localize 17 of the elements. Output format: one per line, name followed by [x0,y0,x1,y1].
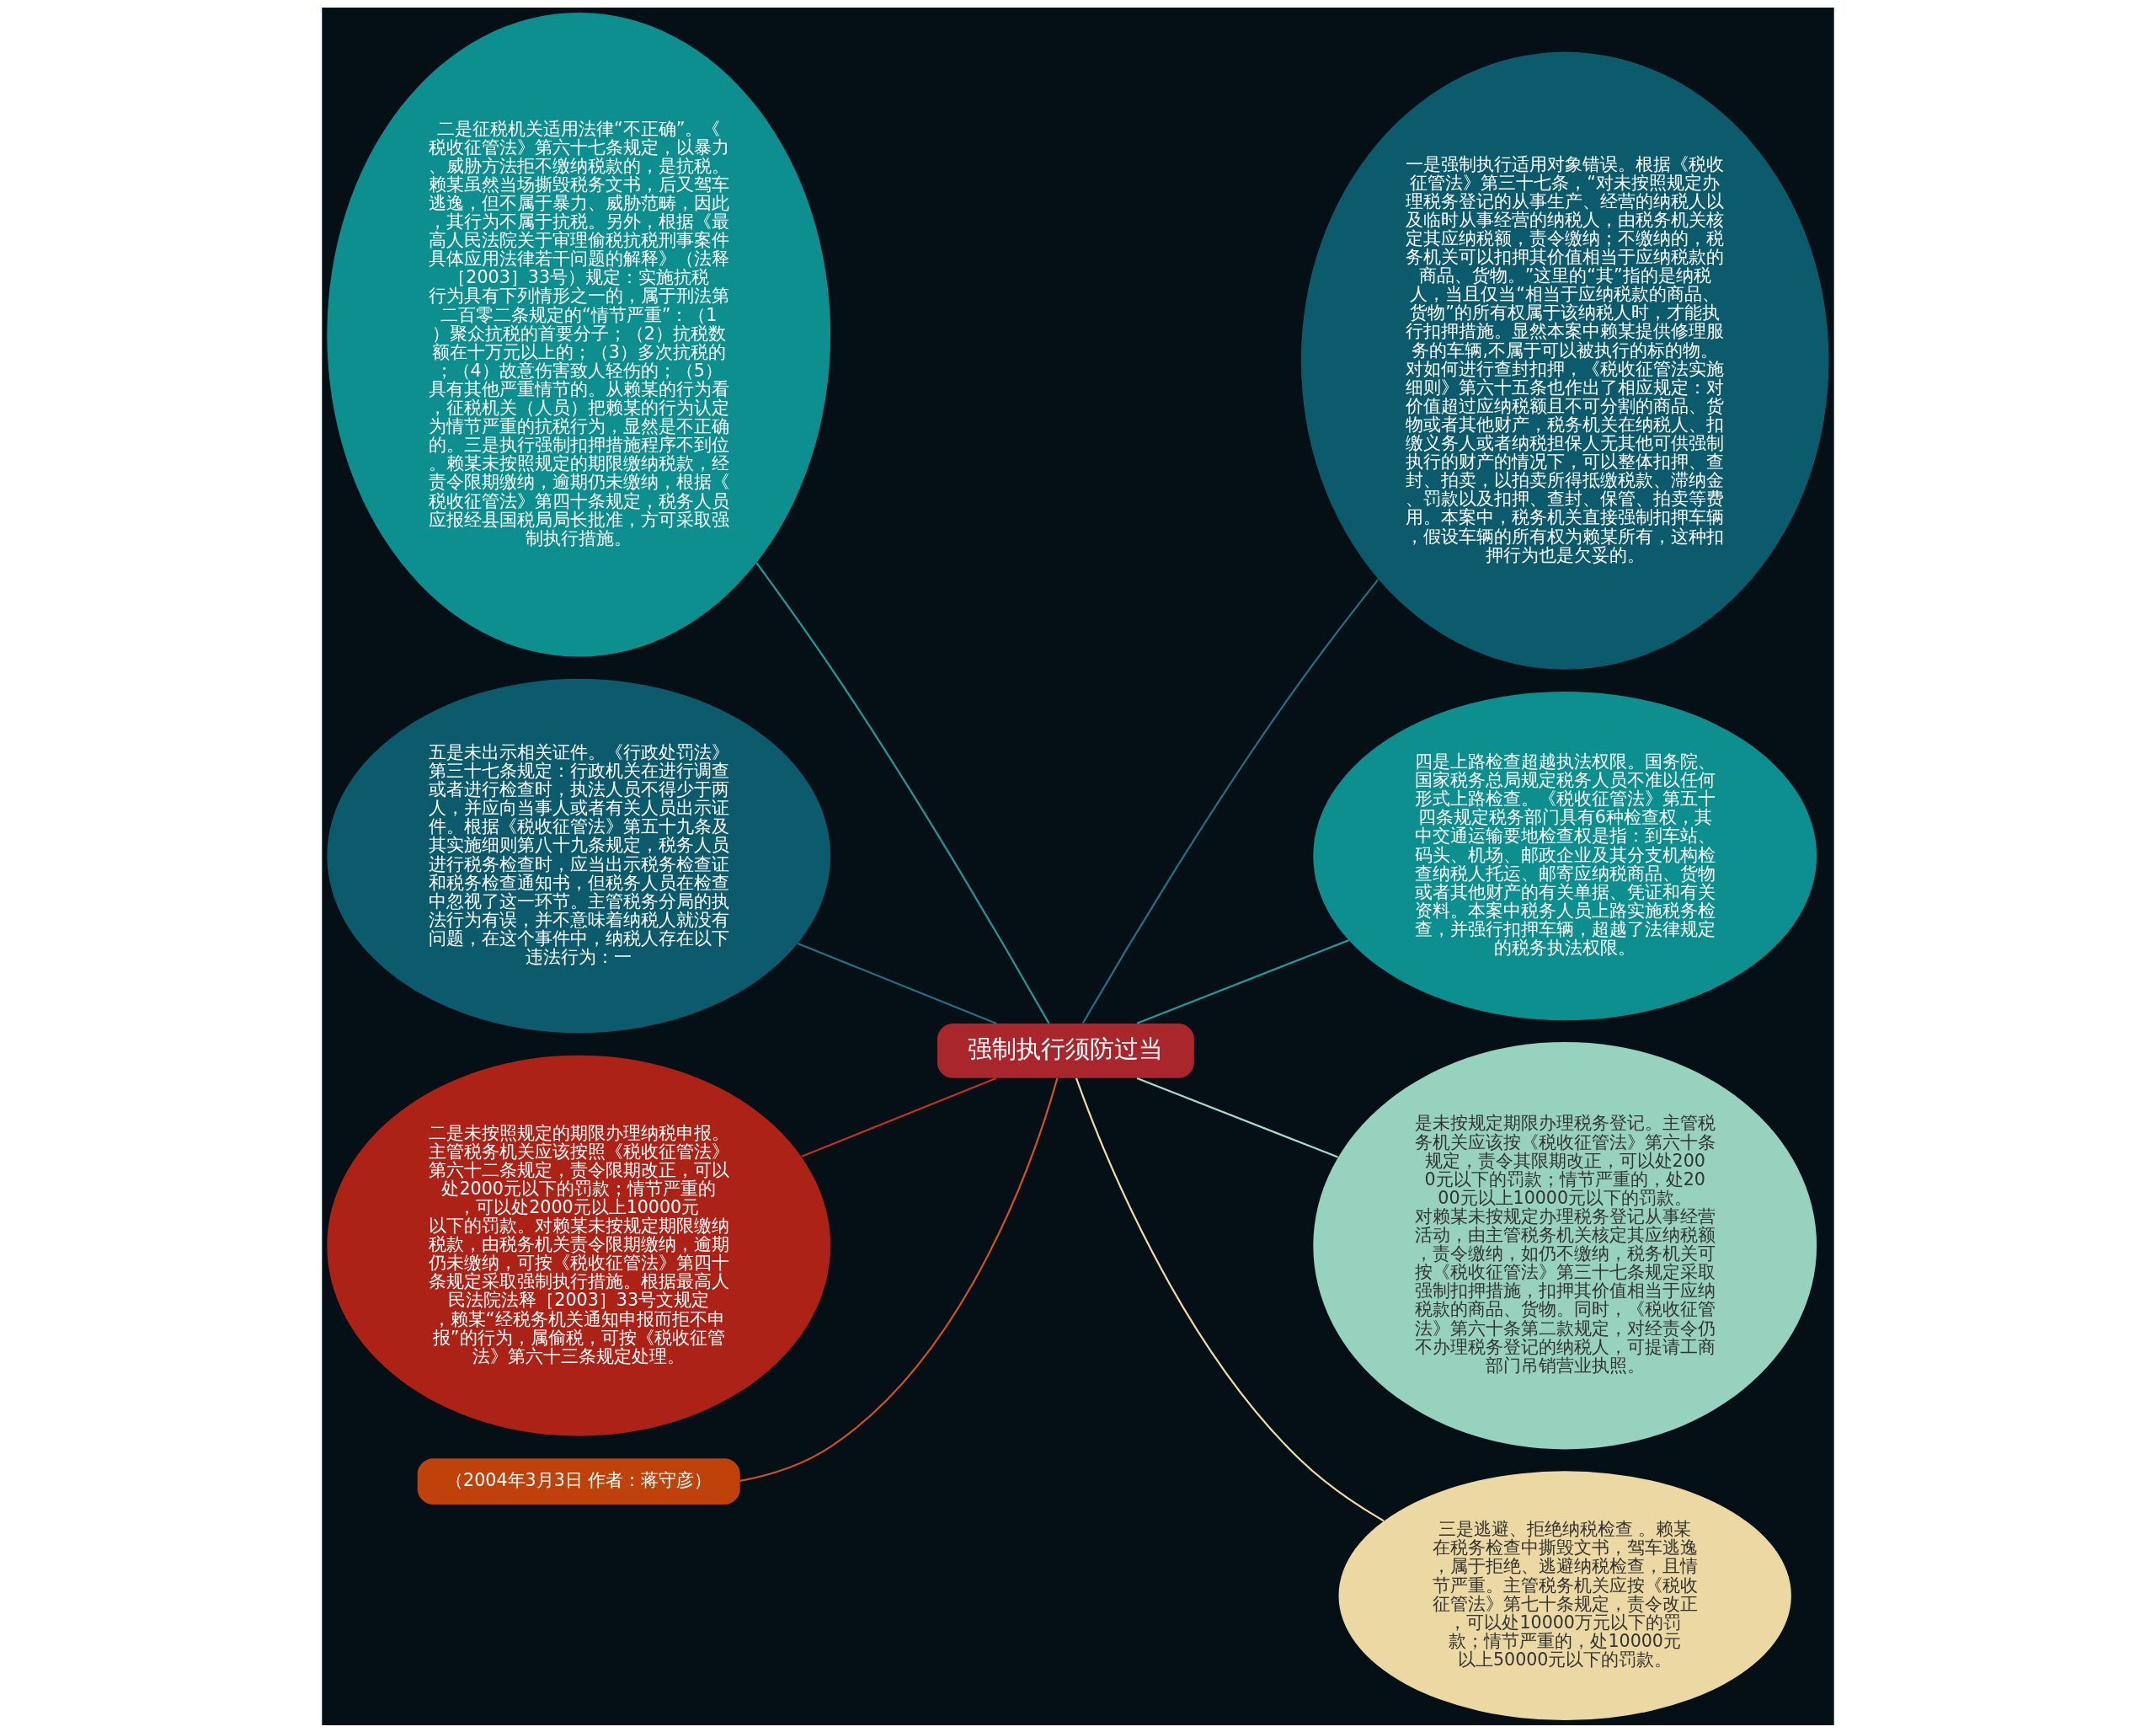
node-ellipse: 五是未出示相关证件。《行政处罚法》第三十七条规定：行政机关在进行调查或者进行检查时，执法人员不得少于两人，并应向当事人或者有关人员出示证件。根据《税收征管法》第五十九条及其实施细则第八十九条规定，税务人员进行税务检查时，应当出示税务检查证和税务检查通知书，但税务人员在检查中忽视了这一环节。主管税务分局的执法行为有误，并不意味着纳税人就没有问题，在这个事件中，纳税人存在以下违法行为：一 [327,678,831,1033]
connector [755,562,1050,1024]
node-ellipse: 四是上路检查超越执法权限。国务院、国家税务总局规定税务人员不准以任何形式上路检查。《税收征管法》第五十四条规定税务部门具有6种检查权，其中交通运输要地检查权是指：到车站、码头、机场、邮政企业及其分支机构检查纳税人托运、邮寄应纳税商品、货物或者其他财产的有关单据、凭证和有关资料。本案中税务人员上路实施税务检查，并强行扣押车辆，超越了法律规定的税务执法权限。 [1313,691,1817,1020]
node-ellipse: 二是征税机关适用法律“不正确”。《税收征管法》第六十七条规定，以暴力、威胁方法拒不缴纳税款的，是抗税。赖某虽然当场撕毁税务文书，后又驾车逃逸，但不属于暴力、威胁范畴，因此，其行为不属于抗税。另外，根据《最高人民法院关于审理偷税抗税刑事案件具体应用法律若干问题的解释》（法释［2003］33号）规定：实施抗税行为具有下列情形之一的，属于刑法第二百零二条规定的“情节严重”：（1）聚众抗税的首要分子；（2）抗税数额在十万元以上的；（3）多次抗税的；（4）故意伤害致人轻伤的；（5）具有其他严重情节的。从赖某的行为看，征税机关（人员）把赖某的行为认定为情节严重的抗税行为，显然是不正确的。三是执行强制扣押措施程序不到位。赖某未按照规定的期限缴纳税款，经责令限期缴纳，逾期仍未缴纳，根据《税收征管法》第四十条规定，税务人员应报经县国税局局长批准，方可采取强制执行措施。 [327,12,831,657]
node-ellipse: 一是强制执行适用对象错误。根据《税收征管法》第三十七条，“对未按照规定办理税务登记的从事生产、经营的纳税人以及临时从事经营的纳税人，由税务机关核定其应纳税额，责令缴纳；不缴纳的，税务机关可以扣押其价值相当于应纳税款的商品、货物。”这里的“其”指的是纳税人，当且仅当“相当于应纳税款的商品、货物”的所有权属于该纳税人时，才能执行扣押措施。显然本案中赖某提供修理服务的车辆,不属于可以被执行的标的物。对如何进行查封扣押，《税收征管法实施细则》第六十五条也作出了相应规定：对价值超过应纳税额且不可分割的商品、货物或者其他财产，税务机关在纳税人、扣缴义务人或者纳税担保人无其他可供强制执行的财产的情况下，可以整体扣押、查封、拍卖，以拍卖所得抵缴税款、滞纳金、罚款以及扣押、查封、保管、拍卖等费用。本案中，税务机关直接强制扣押车辆，假设车辆的所有权为赖某所有，这种扣押行为也是欠妥的。 [1300,51,1829,670]
connector [797,942,997,1024]
connector [1075,1077,1385,1521]
node-box: 强制执行须防过当 [937,1023,1194,1078]
node-ellipse: 是未按规定期限办理税务登记。主管税务机关应该按《税收征管法》第六十条规定，责令其限期改正，可以处2000元以下的罚款；情节严重的，处2000元以上10000元以下的罚款。对赖某未按规定办理税务登记从事经营活动，由主管税务机关核定其应纳税额，责令缴纳，如仍不缴纳，税务机关可按《税收征管法》第三十七条规定采取强制扣押措施，扣押其价值相当于应纳税款的商品、货物。同时，《税收征管法》第六十条第二款规定，对经责令仍不办理税务登记的纳税人，可提请工商部门吊销营业执照。 [1313,1041,1817,1449]
node-ellipse: 三是逃避、拒绝纳税检查 。赖某在税务检查中撕毁文书，驾车逃逸，属于拒绝、逃避纳税检查，且情节严重。主管税务机关应按《税收征管法》第七十条规定，责令改正，可以处10000万元以下的罚款；情节严重的，处10000元以上50000元以下的罚款。 [1338,1470,1791,1720]
connector [1081,578,1380,1024]
connector [1136,938,1349,1024]
connector [801,1077,997,1157]
node-ellipse: 二是未按照规定的期限办理纳税申报。主管税务机关应该按照《税收征管法》第六十二条规定，责令限期改正，可以处2000元以下的罚款；情节严重的，可以处2000元以上10000元以下的罚款。对赖某未按规定期限缴纳税款，由税务机关责令限期缴纳，逾期仍未缴纳，可按《税收征管法》第四十条规定采取强制执行措施。根据最高人民法院法释［2003］33号文规定，赖某“经税务机关通知申报而拒不申报”的行为，属偷税，可按《税收征管法》第六十三条规定处理。 [327,1055,831,1436]
node-box: （2004年3月3日 作者：蒋守彦） [417,1457,740,1505]
connector [739,1077,1059,1482]
connector [1136,1077,1338,1157]
